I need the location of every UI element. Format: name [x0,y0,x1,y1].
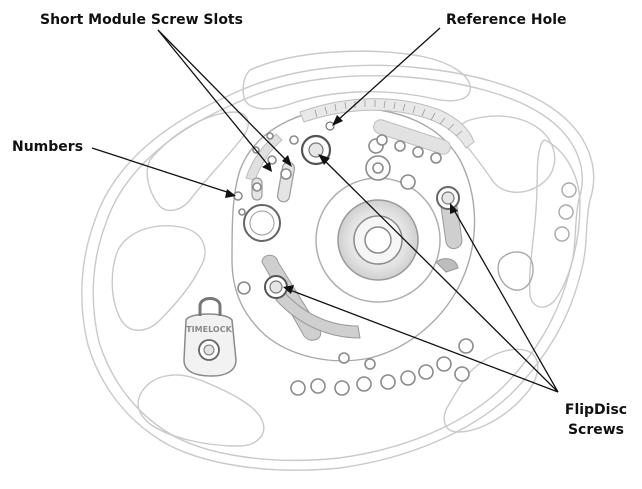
lock-shackle-icon [198,297,222,316]
edge-hole-3 [554,226,570,242]
edge-notch [497,251,534,291]
label-reference-hole: Reference Hole [446,12,567,28]
bottom-hole-row [290,338,474,396]
label-short-module-screw-slots: Short Module Screw Slots [40,12,243,28]
cutout-left [111,225,206,331]
flipdisc-screw-top-core [308,142,324,158]
timelock-dial-core [203,344,215,356]
short-module-screw-slots [251,135,299,203]
axle-hole [364,226,392,254]
label-flipdisc-screws-line1: FlipDisc [565,402,627,418]
lower-notch [435,258,459,273]
flipdisc-screw-lower-core [269,280,283,294]
cutout-bottom-left [137,374,265,447]
timelock-module: TIMELOCK [183,297,237,377]
inner-hole-1-core [372,162,384,174]
cam-outer-outline-2 [92,74,583,462]
label-flipdisc-screws-line2: Screws [568,422,624,438]
flipdisc-screw-right-core [441,191,455,205]
callout-lines [91,27,559,393]
cutout-left-top [146,111,249,211]
edge-hole-1 [561,182,577,198]
cam-outer-outline [81,64,595,471]
lower-arc-band [275,291,361,339]
inner-hole-2 [400,174,416,190]
callout-labels: Short Module Screw Slots Reference Hole … [12,12,627,438]
cutout-right [528,139,581,308]
edge-hole-2 [558,204,574,220]
module-hole-left-inner [249,210,275,236]
module-disc [231,98,476,362]
left-scale [245,133,283,181]
adjustment-holes [373,119,451,164]
degree-scale [299,98,475,149]
cam-body [81,50,595,471]
label-numbers: Numbers [12,139,83,155]
lower-small-hole [237,281,251,295]
cutout-bottom-right [443,348,539,433]
timelock-logo-text: TIMELOCK [186,325,232,334]
reference-hole [325,121,335,131]
cutout-top [242,50,471,110]
cutout-right-top [458,115,556,193]
